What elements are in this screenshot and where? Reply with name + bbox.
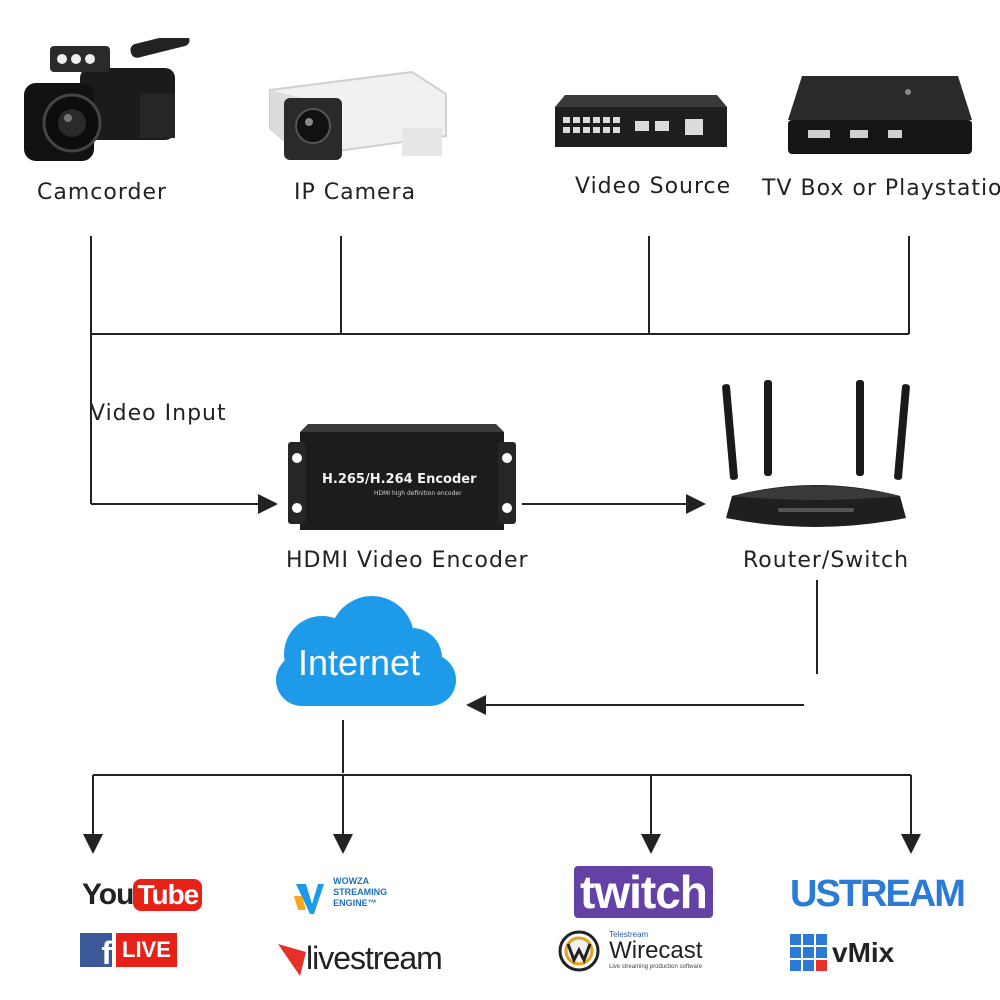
camcorder-icon bbox=[24, 38, 190, 161]
video-input-label: Video Input bbox=[90, 401, 227, 426]
wowza-line-2: STREAMING bbox=[333, 887, 388, 897]
ustream-logo: USTREAM bbox=[790, 873, 966, 915]
ip-camera-icon bbox=[269, 70, 447, 160]
wowza-logo: WOWZA STREAMING ENGINE™ bbox=[292, 876, 387, 916]
tv-box-label: TV Box or Playstation bbox=[762, 176, 1000, 201]
internet-cloud-icon bbox=[276, 596, 456, 706]
wowza-line-1: WOWZA bbox=[333, 876, 370, 886]
video-source-icon bbox=[555, 95, 727, 147]
encoder-body-icon bbox=[288, 424, 516, 530]
livestream-text: livestream bbox=[306, 940, 443, 976]
livestream-logo: livestream bbox=[278, 940, 443, 976]
vmix-grid-icon bbox=[790, 934, 827, 971]
tv-box-icon bbox=[788, 76, 972, 154]
vmix-text: vMix bbox=[832, 937, 895, 968]
youtube-tube-text: Tube bbox=[133, 879, 203, 911]
wirecast-logo: Telestream Wirecast Live streaming produ… bbox=[558, 930, 702, 972]
livestream-mark-icon bbox=[278, 944, 306, 976]
hdmi-encoder-label: HDMI Video Encoder bbox=[286, 548, 529, 573]
wirecast-mark-icon bbox=[558, 930, 600, 972]
router-label: Router/Switch bbox=[743, 548, 910, 573]
wirecast-brand-text: Telestream bbox=[609, 930, 649, 939]
wowza-mark-icon bbox=[294, 884, 324, 914]
router-icon bbox=[722, 380, 910, 527]
wirecast-text: Wirecast bbox=[609, 937, 703, 964]
twitch-text: twitch bbox=[574, 866, 713, 918]
encoder-device-subtitle: HDMI high definition encoder bbox=[374, 490, 462, 497]
facebook-live-text: LIVE bbox=[116, 933, 177, 967]
facebook-icon: f bbox=[80, 933, 112, 967]
internet-label: Internet bbox=[298, 642, 421, 683]
encoder-device-title: H.265/H.264 Encoder bbox=[322, 472, 477, 487]
youtube-you-text: You bbox=[82, 878, 134, 911]
video-source-label: Video Source bbox=[575, 174, 732, 199]
twitch-logo: twitch bbox=[574, 866, 713, 918]
hdmi-encoder-device: H.265/H.264 Encoder HDMI high definition… bbox=[288, 418, 516, 536]
camcorder-label: Camcorder bbox=[37, 180, 168, 205]
ip-camera-label: IP Camera bbox=[294, 180, 417, 205]
wirecast-tagline: Live streaming production software bbox=[609, 964, 703, 970]
wowza-line-3: ENGINE™ bbox=[333, 898, 377, 908]
vmix-logo: vMix bbox=[790, 934, 894, 972]
